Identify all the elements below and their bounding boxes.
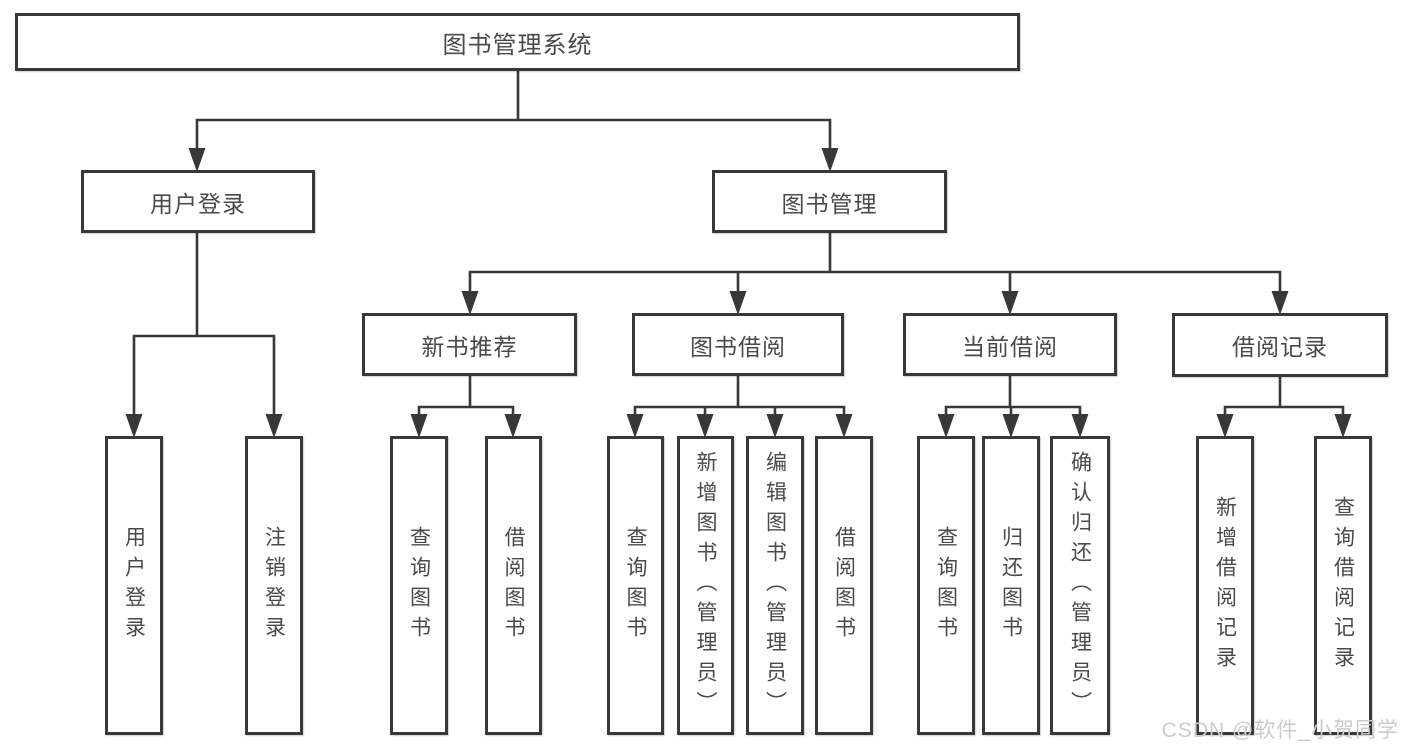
- leaf-recommend-borrow-book: 借阅图书: [485, 436, 542, 735]
- leaf-logout-login: 注销登录: [245, 436, 303, 735]
- node-book-management: 图书管理: [712, 170, 947, 233]
- leaf-recommend-query-book-label: 查询图书: [407, 525, 431, 646]
- node-user-login: 用户登录: [81, 170, 315, 233]
- leaf-borrow-borrow-book: 借阅图书: [815, 436, 873, 735]
- leaf-recommend-query-book: 查询图书: [390, 436, 448, 735]
- node-book-borrow-label: 图书借阅: [690, 333, 786, 360]
- connector-book-borrow-to-leaves: [626, 374, 853, 438]
- node-borrow-records: 借阅记录: [1172, 313, 1388, 377]
- leaf-borrow-query-book-label: 查询图书: [624, 525, 647, 646]
- node-current-borrow-label: 当前借阅: [962, 333, 1058, 360]
- connector-book-management-to-level3: [461, 231, 1289, 315]
- connector-user-login-to-leaves: [125, 231, 283, 438]
- leaf-records-add-record-label: 新增借阅记录: [1213, 495, 1237, 676]
- leaf-borrow-add-book-admin-label: 新增图书（管理员）: [694, 450, 717, 721]
- connector-root-to-level2: [188, 68, 839, 172]
- leaf-borrow-add-book-admin: 新增图书（管理员）: [677, 436, 734, 735]
- leaf-borrow-borrow-book-label: 借阅图书: [832, 525, 856, 646]
- leaf-current-confirm-return-admin: 确认归还（管理员）: [1050, 436, 1110, 735]
- leaf-borrow-query-book: 查询图书: [607, 436, 664, 735]
- node-current-borrow: 当前借阅: [903, 313, 1117, 376]
- leaf-current-query-book-label: 查询图书: [934, 525, 958, 646]
- connector-new-book-recommend-to-leaves: [410, 374, 522, 438]
- leaf-current-return-book: 归还图书: [982, 436, 1040, 735]
- connector-current-borrow-to-leaves: [937, 374, 1089, 438]
- leaf-records-add-record: 新增借阅记录: [1196, 436, 1254, 735]
- leaf-user-login-label: 用户登录: [122, 525, 146, 646]
- watermark: CSDN @软件_小贺同学: [1161, 719, 1399, 742]
- leaf-recommend-borrow-book-label: 借阅图书: [502, 525, 525, 646]
- leaf-records-query-record-label: 查询借阅记录: [1331, 495, 1355, 676]
- leaf-current-query-book: 查询图书: [917, 436, 975, 735]
- node-book-management-label: 图书管理: [781, 190, 878, 217]
- node-root-library-system: 图书管理系统: [15, 13, 1020, 71]
- leaf-records-query-record: 查询借阅记录: [1314, 436, 1372, 735]
- leaf-borrow-edit-book-admin: 编辑图书（管理员）: [746, 436, 804, 735]
- node-user-login-label: 用户登录: [150, 190, 246, 217]
- leaf-borrow-edit-book-admin-label: 编辑图书（管理员）: [763, 450, 787, 721]
- node-new-book-recommend: 新书推荐: [362, 313, 577, 376]
- node-borrow-records-label: 借阅记录: [1232, 334, 1328, 360]
- node-new-book-recommend-label: 新书推荐: [421, 333, 518, 360]
- connector-borrow-records-to-leaves: [1216, 374, 1352, 438]
- leaf-current-confirm-return-admin-label: 确认归还（管理员）: [1068, 450, 1092, 721]
- node-book-borrow: 图书借阅: [632, 313, 844, 376]
- node-root-label: 图书管理系统: [442, 31, 593, 59]
- leaf-user-login: 用户登录: [105, 436, 163, 735]
- leaf-logout-login-label: 注销登录: [262, 525, 286, 646]
- leaf-current-return-book-label: 归还图书: [999, 525, 1023, 646]
